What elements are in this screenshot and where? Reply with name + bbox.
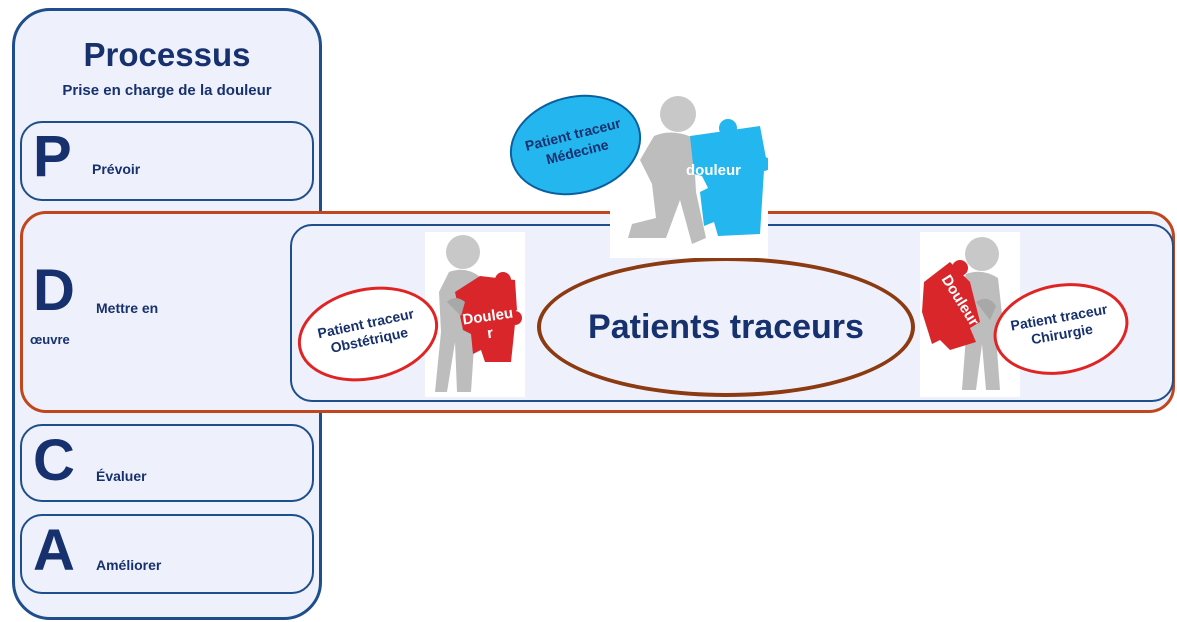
step-a-box <box>20 514 314 594</box>
patients-traceurs-oval: Patients traceurs <box>537 257 915 397</box>
patients-traceurs-title: Patients traceurs <box>588 308 864 346</box>
figure-chirurgie-icon <box>922 237 1004 390</box>
step-c-label: Évaluer <box>96 468 147 484</box>
step-p-letter: P <box>33 124 72 189</box>
puzzle-medecine-label: douleur <box>686 162 741 179</box>
step-a-label: Améliorer <box>96 557 162 573</box>
step-d-letter: D <box>33 258 75 323</box>
process-title: Processus <box>83 36 251 73</box>
step-a-letter: A <box>33 518 75 583</box>
step-d-label-line2: œuvre <box>30 332 70 347</box>
figure-medecine-icon <box>628 96 768 244</box>
step-p-label: Prévoir <box>92 161 141 177</box>
figure-obstetrique-icon <box>435 235 522 392</box>
step-c-box <box>20 424 314 502</box>
step-p-box <box>20 121 314 201</box>
step-c-letter: C <box>33 428 75 493</box>
step-d-label-line1: Mettre en <box>96 300 159 316</box>
process-subtitle: Prise en charge de la douleur <box>62 82 272 99</box>
